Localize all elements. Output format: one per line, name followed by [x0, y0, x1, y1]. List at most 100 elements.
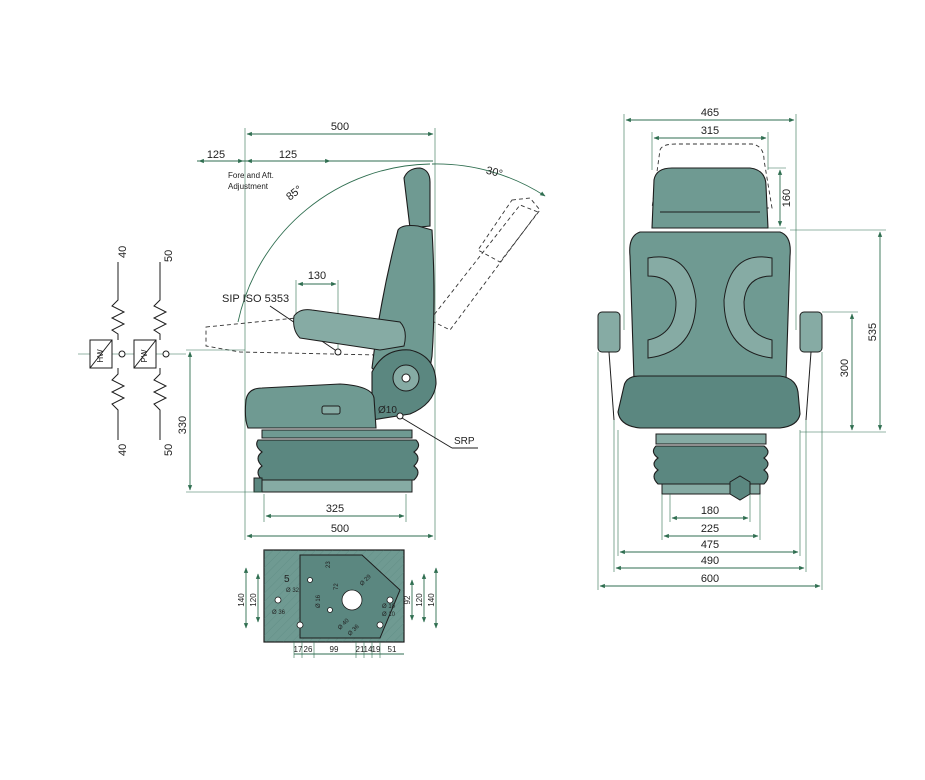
- dim-225: 225: [701, 523, 719, 535]
- bottom-19: 19: [372, 645, 381, 654]
- hole-d16: Ø 16: [316, 594, 322, 608]
- dim-300: 300: [839, 359, 851, 377]
- ghost-headrest: [477, 197, 541, 263]
- armrest: [293, 309, 406, 351]
- recline-arc: [237, 163, 431, 323]
- dim-180: 180: [701, 505, 719, 517]
- srp-leader: [401, 417, 453, 449]
- right-armrest: [799, 311, 823, 353]
- seat-cushion-front: [617, 375, 801, 429]
- mount-hole: [376, 621, 384, 629]
- mount-hole: [327, 607, 333, 613]
- mount-hole: [274, 596, 282, 604]
- center-hole: [341, 589, 363, 611]
- hole-d10-a: Ø 10: [382, 604, 396, 610]
- hw-down: 40: [117, 444, 129, 456]
- pw-node: [162, 350, 170, 358]
- num-72: 72: [334, 583, 340, 590]
- mount-hole: [307, 577, 313, 583]
- recline-hub: [401, 373, 411, 383]
- front-bellows: [652, 445, 769, 485]
- mount-hole: [386, 596, 394, 604]
- pw-spring-bottom: [152, 368, 168, 440]
- hole-d36-left: Ø 36: [272, 610, 286, 616]
- dim-92: 92: [403, 595, 412, 604]
- dim-535: 535: [867, 323, 879, 341]
- pw-spring-top: [152, 262, 168, 340]
- ghost-armrest: [205, 317, 379, 356]
- dim-160: 160: [781, 189, 793, 207]
- backrest-front: [629, 231, 791, 381]
- bottom-21: 21: [356, 645, 365, 654]
- angle-back: 30°: [485, 165, 504, 181]
- hw-node: [118, 350, 126, 358]
- base-plate-view: 5 Ø 32 Ø 36 23 Ø 16 72 Ø 29 Ø 40 Ø 36 Ø …: [237, 549, 439, 658]
- left-arm-support: [608, 351, 615, 421]
- dim-465: 465: [701, 107, 719, 119]
- headrest-front: [651, 167, 769, 229]
- mount-hole: [296, 621, 304, 629]
- pw-label: PW: [140, 349, 149, 362]
- sip-point: [334, 348, 342, 356]
- headrest: [403, 167, 431, 229]
- bottom-14: 14: [364, 645, 373, 654]
- seat-handle: [321, 405, 341, 415]
- diameter-label: Ø10: [378, 405, 397, 416]
- dim-120-left: 120: [249, 593, 258, 607]
- seat-cushion: [244, 383, 377, 429]
- hole-d32: Ø 32: [286, 588, 300, 594]
- bottom-99: 99: [330, 645, 339, 654]
- dim-475: 475: [701, 539, 719, 551]
- dim-fore-right: 125: [279, 149, 297, 161]
- sip-label: SIP ISO 5353: [222, 293, 289, 305]
- num-5: 5: [284, 574, 290, 585]
- left-armrest: [597, 311, 621, 353]
- dim-top-width: 500: [331, 121, 349, 133]
- dim-120-right: 120: [415, 593, 424, 607]
- fore-aft-label-2: Adjustment: [228, 182, 269, 191]
- ghost-headrest-raised: [651, 143, 773, 209]
- dim-490: 490: [701, 555, 719, 567]
- back-arc: [431, 163, 546, 197]
- left-bolster: [647, 256, 697, 359]
- right-bolster: [723, 256, 773, 359]
- srp-point: [396, 412, 404, 420]
- hw-spring-bottom: [110, 368, 126, 440]
- dim-fore-left: 125: [207, 149, 225, 161]
- hw-label: HW: [96, 349, 105, 363]
- front-suspension-top: [655, 433, 767, 445]
- pw-up: 50: [163, 250, 175, 262]
- dim-140-left: 140: [237, 593, 246, 607]
- hole-d10-b: Ø 10: [382, 612, 396, 618]
- bottom-17: 17: [294, 645, 303, 654]
- dim-600: 600: [701, 573, 719, 585]
- hw-spring-top: [110, 262, 126, 340]
- dim-base: 325: [326, 503, 344, 515]
- hw-up: 40: [117, 246, 129, 258]
- pw-box-diagonal: [133, 339, 157, 369]
- hw-box-diagonal: [89, 339, 113, 369]
- srp-label: SRP: [454, 436, 475, 447]
- dim-bottom-width: 500: [331, 523, 349, 535]
- dim-315: 315: [701, 125, 719, 137]
- bottom-51: 51: [388, 645, 397, 654]
- ghost-backrest: [429, 204, 539, 331]
- num-23: 23: [326, 561, 332, 568]
- right-arm-support: [805, 351, 812, 421]
- pw-down: 50: [163, 444, 175, 456]
- front-suspension-base: [661, 483, 761, 495]
- side-view: 500 125 125 Fore and Aft. Adjustment 85°…: [177, 121, 546, 540]
- suspension-bellows: [256, 439, 420, 481]
- suspension-diagram: HW 40 40 PW 50 50: [78, 246, 186, 456]
- suspension-base: [261, 479, 413, 493]
- bottom-26: 26: [304, 645, 313, 654]
- fore-aft-label-1: Fore and Aft.: [228, 171, 274, 180]
- dim-height: 330: [177, 416, 189, 434]
- front-view: 465 315 160 535: [597, 107, 886, 590]
- angle-recline: 85°: [284, 184, 305, 204]
- suspension-lever: [253, 477, 263, 493]
- dim-140-right: 140: [427, 593, 436, 607]
- suspension-top-plate: [261, 429, 413, 439]
